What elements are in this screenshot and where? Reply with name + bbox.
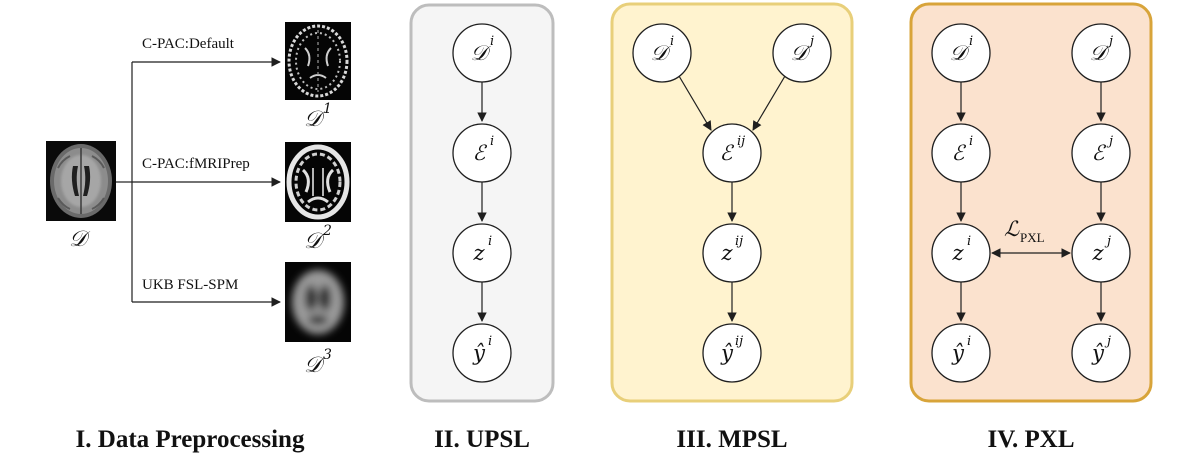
svg-text:j: j <box>807 34 814 49</box>
pxl-node-ej: ℰ j <box>1071 123 1131 183</box>
svg-text:ij: ij <box>735 334 743 349</box>
svg-text:𝒟: 𝒟 <box>950 41 971 65</box>
pipeline-label-cpac-default: C-PAC:Default <box>142 36 235 52</box>
upsl-node-z: z i <box>452 223 512 283</box>
svg-text:𝒟: 𝒟 <box>304 107 326 132</box>
svg-text:𝒟: 𝒟 <box>1090 41 1111 65</box>
output-label-d1: 𝒟 1 <box>304 101 332 132</box>
pipeline-label-cpac-fmriprep: C-PAC:fMRIPrep <box>142 156 250 172</box>
pxl-panel <box>909 2 1153 403</box>
svg-text:ℒ: ℒ <box>1004 217 1020 241</box>
svg-text:ŷ: ŷ <box>1091 341 1105 365</box>
svg-text:2: 2 <box>322 223 332 239</box>
svg-text:i: i <box>967 334 971 349</box>
svg-text:ℰ: ℰ <box>952 141 967 165</box>
svg-text:i: i <box>670 34 674 49</box>
pxl-node-zj: z j <box>1071 223 1131 283</box>
svg-text:𝒟: 𝒟 <box>304 353 326 378</box>
pxl-edges <box>956 82 1106 322</box>
pxl-node-yi: ŷ i <box>931 323 991 383</box>
svg-text:i: i <box>967 234 971 249</box>
svg-text:i: i <box>490 34 494 49</box>
svg-text:z: z <box>720 241 733 265</box>
output-image-ukb-fsl-spm <box>285 262 351 342</box>
svg-text:z: z <box>1091 241 1104 265</box>
svg-text:ℰ: ℰ <box>1092 141 1107 165</box>
pxl-loss-label: ℒ PXL <box>1004 217 1045 245</box>
preprocessing-title: I. Data Preprocessing <box>76 426 305 453</box>
svg-text:ŷ: ŷ <box>720 341 734 365</box>
svg-text:i: i <box>490 134 494 149</box>
svg-text:ℰ: ℰ <box>473 141 488 165</box>
svg-text:3: 3 <box>323 347 332 363</box>
svg-text:i: i <box>488 234 492 249</box>
pxl-section: ℒ PXL 𝒟 i 𝒟 j ℰ i ℰ j z i <box>909 2 1153 453</box>
svg-text:i: i <box>488 334 492 349</box>
pxl-title: IV. PXL <box>987 426 1074 453</box>
output-image-cpac-default <box>285 22 351 100</box>
pxl-node-zi: z i <box>931 223 991 283</box>
pxl-node-ei: ℰ i <box>931 123 991 183</box>
upsl-node-e: ℰ i <box>452 123 512 183</box>
svg-text:z: z <box>472 241 485 265</box>
upsl-title: II. UPSL <box>434 426 530 453</box>
svg-text:z: z <box>951 241 964 265</box>
mpsl-section: 𝒟 i 𝒟 j ℰ ij z ij ŷ ij III. MPSL <box>610 2 854 453</box>
mpsl-node-y: ŷ ij <box>702 323 762 383</box>
upsl-section: 𝒟 i ℰ i z i ŷ i II. UPSL <box>409 3 555 453</box>
output-label-d2: 𝒟 2 <box>304 223 332 254</box>
input-data-label: 𝒟 <box>69 227 91 252</box>
pxl-node-yj: ŷ j <box>1071 323 1131 383</box>
svg-text:1: 1 <box>323 101 332 117</box>
preprocessing-section: 𝒟 C-PAC:Default C-PAC:fMRIPrep UKB FSL-S… <box>46 22 351 453</box>
svg-text:ŷ: ŷ <box>472 341 486 365</box>
mpsl-node-e: ℰ ij <box>702 123 762 183</box>
pipeline-label-ukb-fsl-spm: UKB FSL-SPM <box>142 277 238 293</box>
svg-text:j: j <box>1104 234 1111 249</box>
pxl-node-di: 𝒟 i <box>931 23 991 83</box>
svg-text:j: j <box>1104 334 1111 349</box>
output-label-d3: 𝒟 3 <box>304 347 332 378</box>
svg-text:PXL: PXL <box>1020 230 1045 245</box>
upsl-node-y: ŷ i <box>452 323 512 383</box>
svg-text:𝒟: 𝒟 <box>791 41 812 65</box>
svg-text:i: i <box>969 134 973 149</box>
mpsl-title: III. MPSL <box>676 426 787 453</box>
svg-text:ij: ij <box>737 134 745 149</box>
pxl-node-dj: 𝒟 j <box>1071 23 1131 83</box>
mpsl-node-dj: 𝒟 j <box>772 23 832 83</box>
svg-text:𝒟: 𝒟 <box>304 229 326 254</box>
upsl-node-d: 𝒟 i <box>452 23 512 83</box>
svg-text:𝒟: 𝒟 <box>651 41 672 65</box>
pipeline-connectors <box>116 57 281 307</box>
svg-text:ŷ: ŷ <box>951 341 965 365</box>
svg-text:j: j <box>1106 134 1113 149</box>
input-mri-image <box>46 141 116 221</box>
mpsl-node-di: 𝒟 i <box>632 23 692 83</box>
mpsl-edges <box>678 75 786 322</box>
svg-text:i: i <box>969 34 973 49</box>
svg-text:j: j <box>1106 34 1113 49</box>
mpsl-node-z: z ij <box>702 223 762 283</box>
svg-text:𝒟: 𝒟 <box>471 41 492 65</box>
output-image-cpac-fmriprep <box>285 142 351 222</box>
svg-text:ℰ: ℰ <box>720 141 735 165</box>
svg-text:ij: ij <box>735 234 743 249</box>
